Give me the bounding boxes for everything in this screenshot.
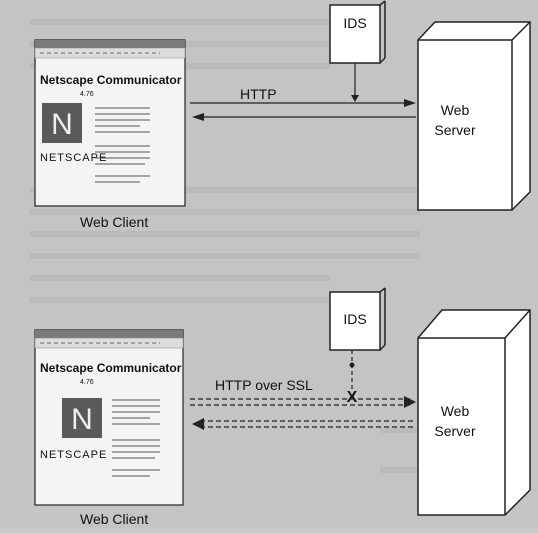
bottom-panel: Netscape Communicator 4.76 N NETSCAPE We… [35, 288, 530, 527]
top-request-arrowhead [404, 99, 416, 107]
bottom-ids-tap-dot [350, 363, 355, 368]
top-web-client-label: Web Client [80, 214, 148, 230]
bottom-response-arrow [200, 421, 416, 427]
top-web-client-browser: Netscape Communicator 4.76 N NETSCAPE [35, 40, 185, 206]
bottom-logo-letter: N [71, 403, 93, 436]
bottom-protocol-label: HTTP over SSL [215, 377, 313, 393]
bottom-web-server-box: Web Server [418, 310, 530, 515]
bottom-request-arrowhead [404, 396, 416, 408]
bottom-ids-box: IDS [330, 288, 385, 350]
bottom-browser-version: 4.76 [80, 379, 94, 386]
bottom-blocked-marker: X [347, 389, 358, 406]
bottom-netscape-brand: NETSCAPE [40, 449, 107, 461]
bottom-server-label-line2: Server [434, 423, 476, 439]
top-ids-box: IDS [330, 1, 385, 63]
top-response-arrowhead [192, 113, 204, 121]
top-ids-label: IDS [343, 15, 366, 31]
bottom-ids-label: IDS [343, 311, 366, 327]
top-web-server-box: Web Server [418, 22, 530, 210]
bottom-web-client-browser: Netscape Communicator 4.76 N NETSCAPE [35, 330, 183, 505]
top-browser-title: Netscape Communicator [40, 73, 182, 87]
bottom-response-arrowhead [192, 418, 204, 430]
bottom-web-client-label: Web Client [80, 511, 148, 527]
bottom-request-arrow [190, 399, 410, 405]
top-protocol-label: HTTP [240, 86, 277, 102]
top-logo-letter: N [51, 108, 73, 141]
top-panel: Netscape Communicator 4.76 N NETSCAPE We… [35, 1, 530, 230]
bottom-browser-title: Netscape Communicator [40, 361, 182, 375]
top-browser-version: 4.76 [80, 91, 94, 98]
top-server-label-line1: Web [441, 102, 470, 118]
bottom-server-label-line1: Web [441, 403, 470, 419]
top-server-label-line2: Server [434, 122, 476, 138]
top-ids-tap-arrowhead [351, 95, 359, 102]
